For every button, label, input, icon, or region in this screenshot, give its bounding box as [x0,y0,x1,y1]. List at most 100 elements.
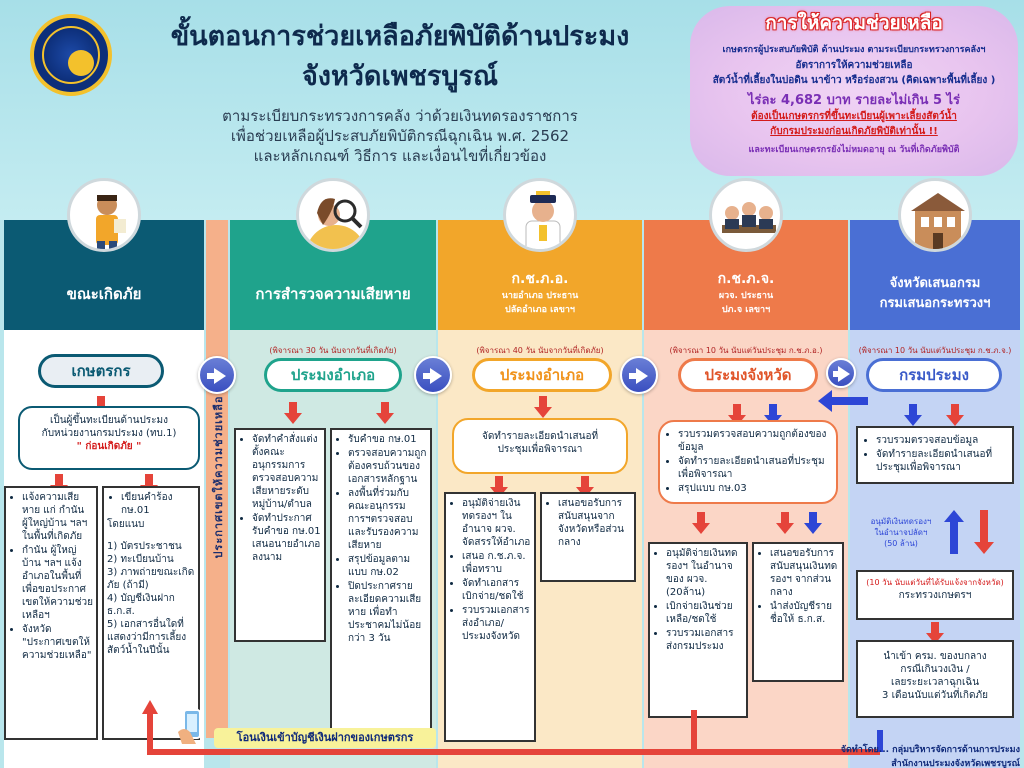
column-department: จังหวัดเสนอกรม กรมเสนอกระทรวงฯ (พิจารณา … [850,178,1020,768]
column5-header-line1: จังหวัดเสนอกรม [889,276,981,291]
ministry-note: (10 วัน นับแต่วันที่ได้รับแจ้งจากจังหวัด… [866,578,1004,587]
assistance-title: การให้ความช่วยเหลือ [765,12,943,34]
committee-order-box: จัดทำคำสั่งแต่งตั้งคณะอนุกรรมการตรวจสอบค… [234,428,326,642]
meeting-avatar [709,178,783,252]
request-support-box: เสนอขอรับการสนับสนุนจากจังหวัดหรือส่วนกล… [540,492,636,582]
cabinet-line: 3 เดือนนับแต่วันที่เกิดภัย [882,690,988,701]
column-district-committee: ก.ช.ภ.อ. นายอำเภอ ประธาน ปลัดอำเภอ เลขาฯ… [438,178,642,768]
approve-note: อนุมัติเงินทดรองฯ ในอำนาจปลัดฯ (50 ล้าน) [856,516,946,549]
provincial-step: เบิกจ่ายเงินช่วยเหลือ/ชดใช้ [666,600,744,626]
department-review-box: รวบรวมตรวจสอบข้อมูล จัดทำรายละเอียดนำเสน… [856,426,1014,484]
arrow-down-icon [692,512,710,534]
registration-line2: กับหน่วยงานกรมประมง (ทบ.1) [41,428,177,439]
column2-deadline-note: (พิจารณา 30 วัน นับจากวันที่เกิดภัย) [269,346,397,355]
page-title-line2: จังหวัดเพชรบูรณ์ [301,61,499,92]
assistance-info-box: การให้ความช่วยเหลือ เกษตรกรผู้ประสบภัยพิ… [690,6,1018,176]
review-step: จัดทำรายละเอียดนำเสนอที่ประชุมเพื่อพิจาร… [678,455,832,481]
form-title: เขียนคำร้อง กษ.01 [121,491,195,517]
arrow-down-icon [946,404,964,426]
report-step: จังหวัด "ประกาศเขตให้ความช่วยเหลือ" [22,623,94,662]
department-step: รวบรวมตรวจสอบข้อมูล [876,434,1008,447]
arrow-down-icon [534,396,552,418]
arrow-down-red-icon [974,510,994,554]
credit: จัดทำโดย... กลุ่มบริหารจัดการด้านการประม… [680,742,1020,768]
fisheries-department-pill: กรมประมง [866,358,1002,392]
meeting-prep-line2: ประชุมเพื่อพิจารณา [497,444,583,455]
report-step: แจ้งความเสียหาย แก่ กำนัน ผู้ใหญ่บ้าน ฯล… [22,491,94,543]
transfer-label: โอนเงินเข้าบัญชีเงินฝากของเกษตรกร [214,728,436,748]
next-step-arrow-icon [620,356,658,394]
attachment-item: 2) ทะเบียนบ้าน [107,554,174,565]
arrow-down-icon [376,402,394,424]
registration-line1: เป็นผู้ขึ้นทะเบียนด้านประมง [49,415,169,426]
attachment-heading: โดยแนบ [107,519,145,530]
arrow-down-blue-icon [904,404,922,426]
central-step: เสนอขอรับการสนับสนุนเงินทดรองฯ จากส่วนกล… [770,547,840,599]
inspector-avatar [296,178,370,252]
page-title-line1: ขั้นตอนการช่วยเหลือภัยพิบัติด้านประมง [170,21,630,52]
column3-secretary: ปลัดอำเภอ เลขาฯ [505,305,575,315]
registration-box: เป็นผู้ขึ้นทะเบียนด้านประมง กับหน่วยงานก… [18,406,200,470]
declaration-strip-text: ประกาศเขตให้ความช่วยเหลือ [212,395,225,559]
subtitle-line1: ตามระเบียบกระทรวงการคลัง ว่าด้วยเงินทดรอ… [222,107,578,125]
ministry-name: กระทรวงเกษตรฯ [898,590,972,601]
provincial-step: อนุมัติจ่ายเงินทดรองฯ ในอำนาจของ ผวจ. (2… [666,547,744,599]
attachment-item: 5) เอกสารอื่นใดที่แสดงว่ามีการเลี้ยงสัตว… [107,619,187,656]
attachment-item: 3) ภาพถ่ายขณะเกิดภัย (ถ้ามี) [107,567,195,591]
report-damage-box: แจ้งความเสียหาย แก่ กำนัน ผู้ใหญ่บ้าน ฯล… [4,486,98,740]
assistance-rate: ไร่ละ 4,682 บาท รายละไม่เกิน 5 ไร่ [747,93,961,108]
approval-step: อนุมัติจ่ายเงินทดรองฯ ในอำนาจ ผวจ. จัดสร… [462,497,532,549]
column2-header: การสำรวจความเสียหาย [255,285,411,303]
registration-highlight: " ก่อนเกิดภัย " [76,441,142,452]
survey-step: จัดทำคำสั่งแต่งตั้งคณะอนุกรรมการตรวจสอบค… [252,433,322,511]
approve-note-line3: (50 ล้าน) [884,539,918,548]
arrow-down-icon [284,402,302,424]
central-step: นำส่งบัญชีรายชื่อให้ ธ.ก.ส. [770,600,840,626]
arrow-down-icon [926,622,944,644]
column1-header: ขณะเกิดภัย [66,285,142,303]
cabinet-line: เลยระยะเวลาฉุกเฉิน [890,677,980,688]
attachment-spacer [107,531,195,540]
survey-step: สรุปข้อมูลตามแบบ กษ.02 [348,553,428,579]
survey-step: ปิดประกาศรายละเอียดความเสียหาย เพื่อทำปร… [348,580,428,645]
assistance-line2: อัตราการให้ความช่วยเหลือ [795,60,913,71]
next-step-arrow-icon [198,356,236,394]
department-seal [30,14,112,96]
provincial-approval-box: อนุมัติจ่ายเงินทดรองฯ ในอำนาจของ ผวจ. (2… [648,542,748,718]
review-step: รวบรวมตรวจสอบความถูกต้องของข้อมูล [678,428,832,454]
assistance-condition2: กับกรมประมงก่อนเกิดภัยพิบัติเท่านั้น !! [770,126,938,137]
survey-step: ลงพื้นที่ร่วมกับคณะอนุกรรมการฯตรวจสอบและ… [348,487,428,552]
next-step-arrow-icon [414,356,452,394]
assistance-condition1: ต้องเป็นเกษตรกรที่ขึ้นทะเบียนผู้เพาะเลี้… [751,111,957,122]
assistance-line1: เกษตรกรผู้ประสบภัยพิบัติ ด้านประมง ตามระ… [722,45,986,55]
attachment-item: 1) บัตรประชาชน [107,541,182,552]
subtitle-line3: และหลักเกณฑ์ วิธีการ และเงื่อนไขที่เกี่ย… [253,147,547,165]
review-step: สรุปแบบ กษ.03 [678,482,832,495]
farmer-pill: เกษตรกร [38,354,164,388]
central-support-box: เสนอขอรับการสนับสนุนเงินทดรองฯ จากส่วนกล… [752,542,844,682]
column4-chair: ผวจ. ประธาน [718,291,774,301]
attachment-item: 4) บัญชีเงินฝาก ธ.ก.ส. [107,593,175,617]
department-step: จัดทำรายละเอียดนำเสนอที่ประชุมเพื่อพิจาร… [876,448,1008,474]
column3-chair: นายอำเภอ ประธาน [501,291,579,301]
building-avatar [898,178,972,252]
provincial-review-box: รวบรวมตรวจสอบความถูกต้องของข้อมูล จัดทำร… [658,420,838,504]
column-during-disaster: ขณะเกิดภัย เกษตรกร เป็นผู้ขึ้นทะเบียนด้า… [4,178,204,768]
meeting-prep-box: จัดทำรายละเอียดนำเสนอที่ ประชุมเพื่อพิจา… [452,418,628,474]
phone-hand-icon [176,708,208,744]
provincial-step: รวบรวมเอกสารส่งกรมประมง [666,627,744,653]
meeting-prep-line1: จัดทำรายละเอียดนำเสนอที่ [481,431,599,442]
column-damage-survey: การสำรวจความเสียหาย (พิจารณา 30 วัน นับจ… [230,178,436,768]
approve-note-line2: ในอำนาจปลัดฯ [874,528,928,537]
arrow-down-blue-icon [804,512,822,534]
ministry-box: (10 วัน นับแต่วันที่ได้รับแจ้งจากจังหวัด… [856,570,1014,620]
district-officer-avatar [503,178,577,252]
assistance-condition3: และทะเบียนเกษตรกรยังไม่หมดอายุ ณ วันที่เ… [748,145,960,155]
money-flow-line [142,700,883,755]
approval-step: เสนอ ก.ช.ภ.จ. เพื่อทราบ [462,550,532,576]
return-arrow-icon [818,390,868,412]
column4-header: ก.ช.ภ.จ. [717,271,775,287]
receive-request-box: รับคำขอ กษ.01 ตรวจสอบความถูกต้องครบถ้วนข… [330,428,432,742]
arrow-down-icon [776,512,794,534]
declaration-strip: ประกาศเขตให้ความช่วยเหลือ [206,220,228,738]
